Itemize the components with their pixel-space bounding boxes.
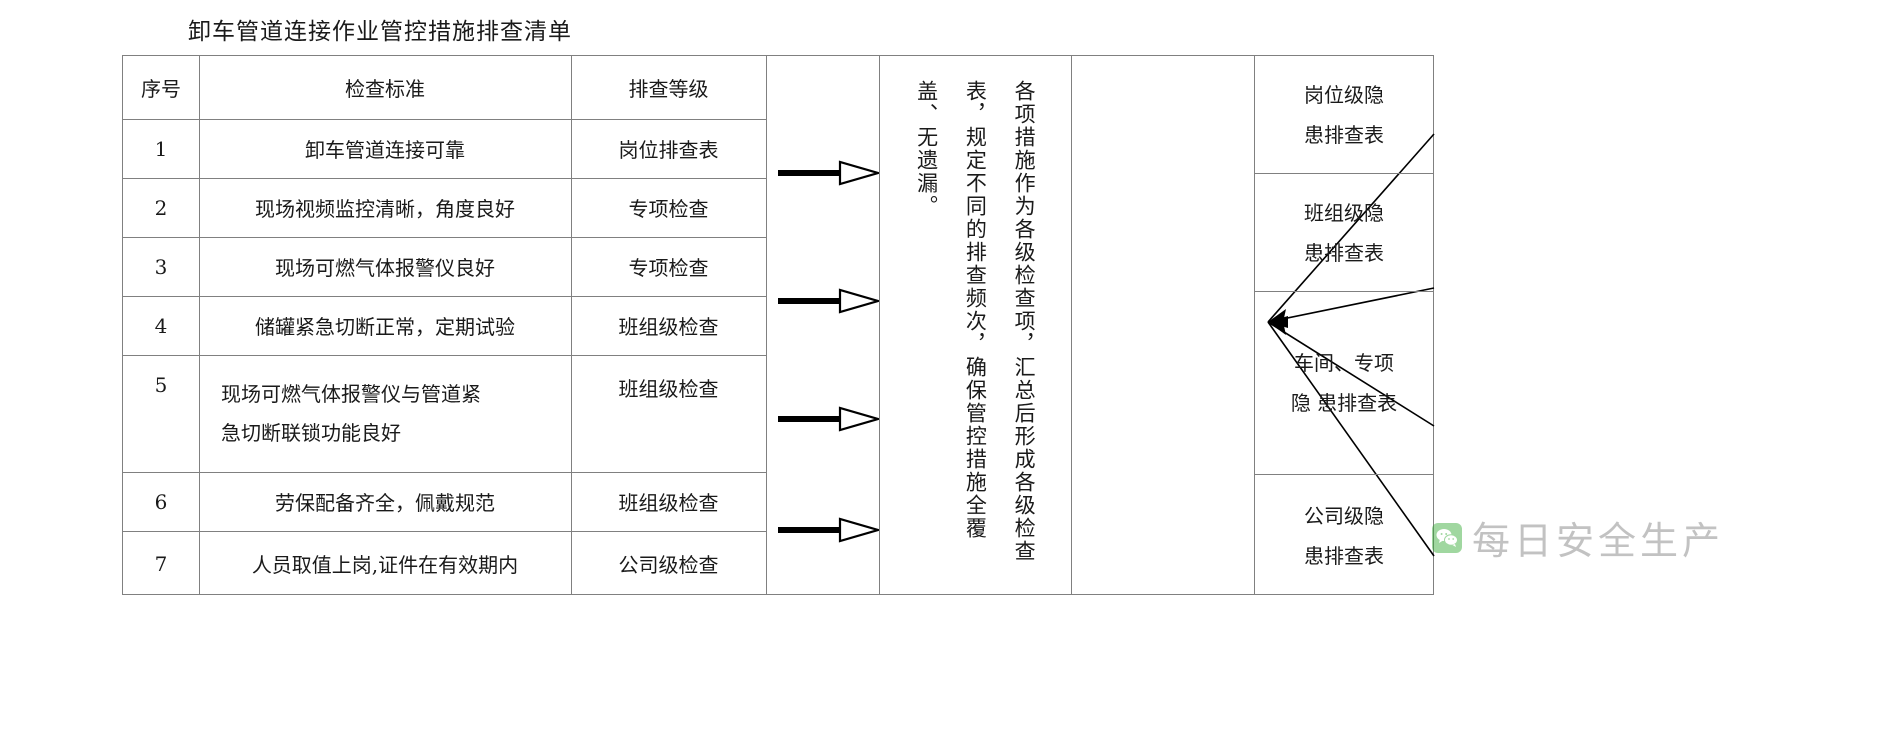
table-cell-standard-line2: 急切断联锁功能良好	[221, 420, 401, 445]
arrow-right-icon	[778, 160, 882, 186]
header-index: 序号	[141, 77, 181, 101]
table-row: 储罐紧急切断正常，定期试验	[255, 315, 515, 339]
output-label-line1: 车间、专项	[1294, 351, 1394, 375]
column-divider-6	[1254, 56, 1255, 594]
row-divider-3	[123, 296, 766, 297]
column-divider-2	[571, 56, 572, 594]
flow-arrows-column	[766, 56, 882, 594]
table-row: 岗位排查表	[618, 138, 719, 162]
header-standard: 检查标准	[345, 77, 425, 101]
row-divider-4	[123, 355, 766, 356]
output-label-line2: 患排查表	[1304, 240, 1384, 265]
wechat-icon	[1432, 522, 1462, 553]
arrow-right-icon	[778, 288, 882, 314]
table-row: 1	[154, 136, 168, 161]
table-row: 现场可燃气体报警仪与管道紧 急切断联锁功能良好	[199, 355, 571, 472]
table-row: 4	[154, 313, 168, 338]
output-box-workshop-special: 车间、专项 隐 患排查表	[1254, 292, 1434, 475]
row-divider-6	[123, 531, 766, 532]
output-label-line2: 患排查表	[1304, 122, 1384, 147]
row-divider-2	[123, 237, 766, 238]
output-label-line2: 患排查表	[1304, 543, 1384, 568]
summary-paragraph-text: 各项措施作为各级检查项，汇总后形成各级检查表，规定不同的排查频次，确保管控措施全…	[914, 80, 1037, 563]
output-label-line1: 公司级隐	[1304, 503, 1384, 528]
table-cell-standard-line1: 现场可燃气体报警仪与管道紧	[221, 381, 481, 406]
table-row: 现场可燃气体报警仪良好	[275, 256, 495, 280]
table-row: 卸车管道连接可靠	[305, 138, 465, 162]
column-divider-5	[1071, 56, 1072, 594]
column-divider-1	[199, 56, 200, 594]
column-divider-3	[766, 56, 767, 594]
table-row: 5	[154, 373, 168, 397]
table-row: 3	[154, 254, 168, 279]
diagram-frame: 序号 检查标准 排查等级 1 卸车管道连接可靠 岗位排查表 2 现场视频监控清晰…	[122, 55, 1435, 596]
output-box-company-level: 公司级隐 患排查表	[1254, 475, 1434, 596]
output-box-position-level: 岗位级隐 患排查表	[1254, 56, 1434, 174]
table-row: 劳保配备齐全，佩戴规范	[275, 491, 495, 515]
table-row: 现场视频监控清晰，角度良好	[255, 197, 515, 221]
arrow-right-icon	[778, 517, 882, 543]
table-row: 班组级检查	[618, 315, 719, 339]
table-row: 人员取值上岗,证件在有效期内	[251, 553, 519, 577]
page-title: 卸车管道连接作业管控措施排查清单	[188, 19, 572, 45]
table-row: 6	[154, 489, 168, 514]
row-divider-header	[123, 119, 766, 120]
summary-paragraph-block: 各项措施作为各级检查项，汇总后形成各级检查表，规定不同的排查频次，确保管控措施全…	[879, 56, 1071, 596]
output-box-team-level: 班组级隐 患排查表	[1254, 174, 1434, 292]
table-row: 公司级检查	[618, 553, 719, 577]
table-row: 7	[154, 551, 168, 576]
table-row: 专项检查	[628, 256, 709, 280]
table-row: 班组级检查	[618, 377, 719, 401]
output-label-line2: 隐 患排查表	[1290, 391, 1398, 415]
arrow-right-icon	[778, 406, 882, 432]
table-row: 专项检查	[628, 197, 709, 221]
watermark-label: 每日安全生产	[1472, 519, 1725, 563]
header-level: 排查等级	[628, 77, 709, 101]
table-row: 班组级检查	[618, 491, 719, 515]
column-divider-4	[879, 56, 880, 594]
row-divider-1	[123, 178, 766, 179]
watermark: 每日安全生产	[1432, 510, 1724, 565]
table-row: 2	[154, 195, 168, 220]
output-label-line1: 岗位级隐	[1304, 82, 1384, 107]
row-divider-5	[123, 472, 766, 473]
output-label-line1: 班组级隐	[1304, 200, 1384, 225]
